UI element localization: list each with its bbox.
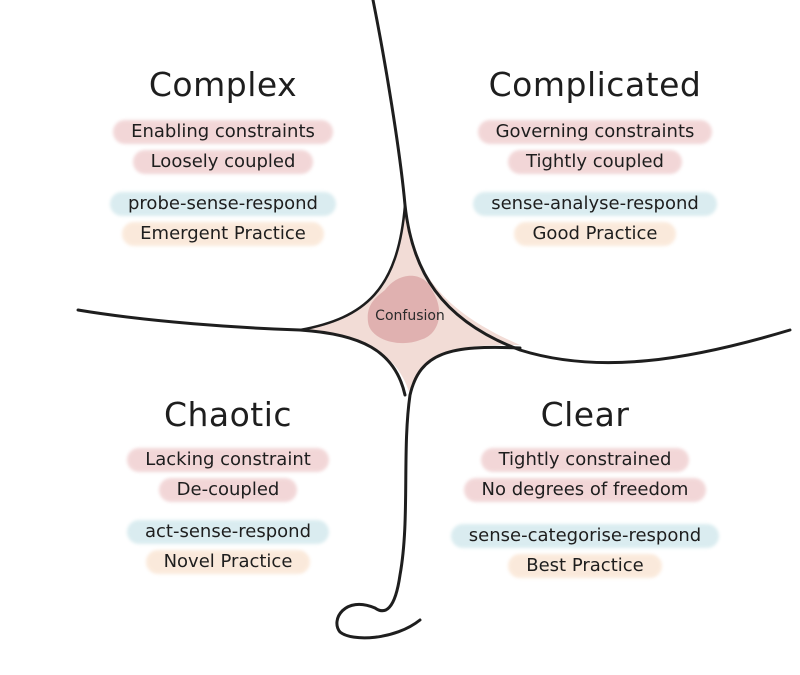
quadrant-complex: Complex Enabling constraints Loosely cou… xyxy=(73,65,373,249)
domain-title-complicated: Complicated xyxy=(488,65,702,104)
quadrant-clear: Clear Tightly constrained No degrees of … xyxy=(435,395,735,581)
domain-title-clear: Clear xyxy=(540,395,630,434)
constraint-line: Lacking constraint xyxy=(127,445,329,475)
confusion-label: Confusion xyxy=(375,308,445,324)
constraint-line: Enabling constraints xyxy=(113,117,333,147)
practice-line: Good Practice xyxy=(514,219,676,249)
quadrant-complicated: Complicated Governing constraints Tightl… xyxy=(445,65,745,249)
constraint-line: No degrees of freedom xyxy=(463,475,707,505)
approach-line: act-sense-respond xyxy=(126,517,330,547)
boundary-top-right xyxy=(371,0,792,365)
quadrant-chaotic: Chaotic Lacking constraint De-coupled ac… xyxy=(78,395,378,577)
constraint-line: Tightly coupled xyxy=(508,147,682,177)
practice-line: Best Practice xyxy=(508,551,662,581)
approach-line: probe-sense-respond xyxy=(110,189,336,219)
domain-title-complex: Complex xyxy=(148,65,298,104)
practice-line: Novel Practice xyxy=(145,547,311,577)
constraint-line: Loosely coupled xyxy=(132,147,314,177)
constraint-line: Tightly constrained xyxy=(480,445,690,475)
domain-title-chaotic: Chaotic xyxy=(163,395,293,434)
boundary-bottom xyxy=(335,345,522,640)
boundary-left-top xyxy=(298,203,407,332)
approach-line: sense-categorise-respond xyxy=(450,521,720,551)
practice-line: Emergent Practice xyxy=(122,219,324,249)
approach-line: sense-analyse-respond xyxy=(473,189,717,219)
constraint-line: Governing constraints xyxy=(477,117,713,147)
confusion-core xyxy=(367,275,440,344)
constraint-line: De-coupled xyxy=(158,475,298,505)
